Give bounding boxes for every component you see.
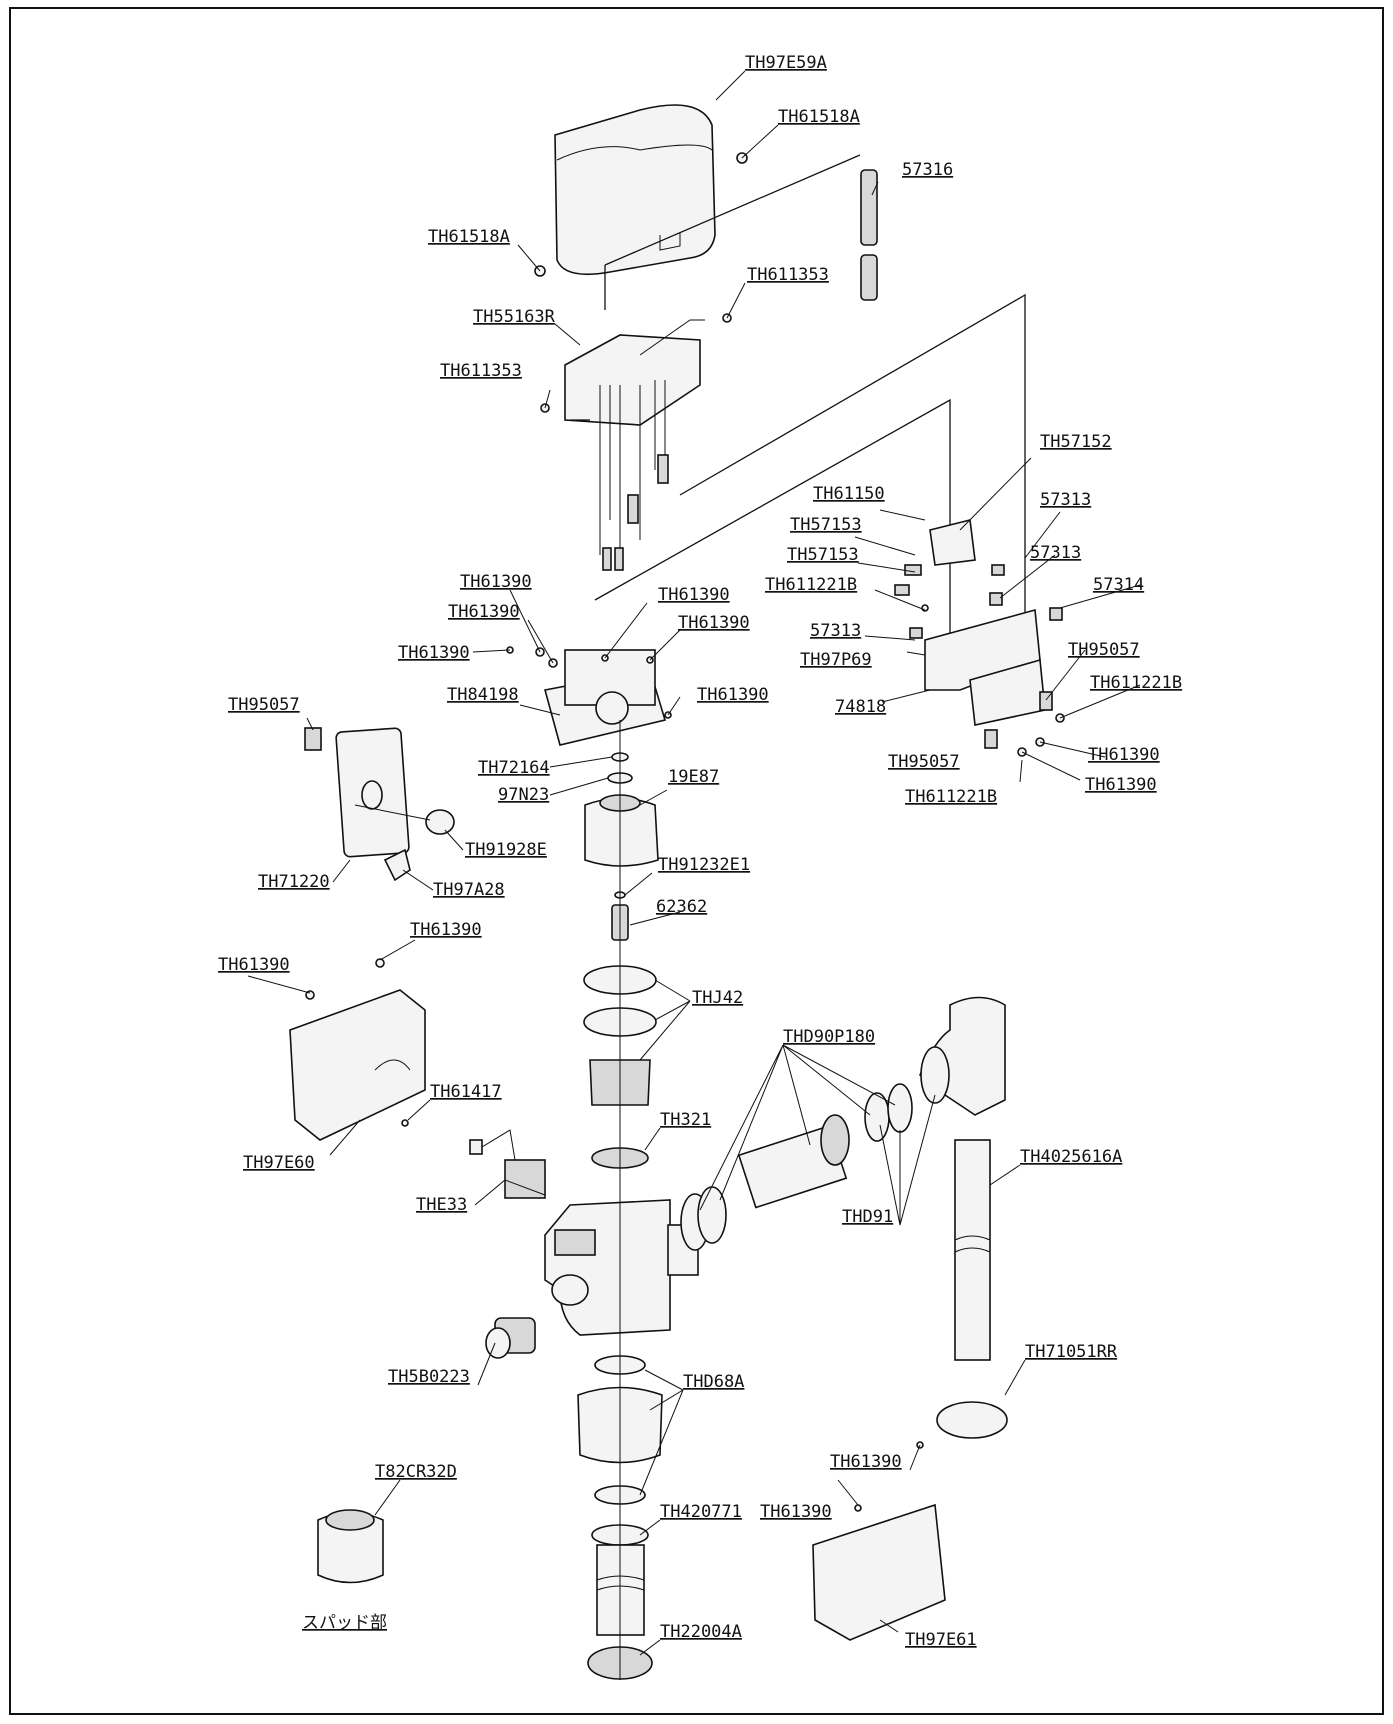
label-th91928e: TH91928E (465, 840, 547, 860)
label-th57153-b: TH57153 (787, 545, 859, 565)
label-th57153-a: TH57153 (790, 515, 862, 535)
label-th97e60: TH97E60 (243, 1153, 315, 1173)
label-th95057-l: TH95057 (228, 695, 300, 715)
label-thd68a: THD68A (683, 1372, 744, 1392)
label-th61390-c: TH61390 (658, 585, 730, 605)
label-th57152: TH57152 (1040, 432, 1112, 452)
part-cover-th97e61 (812, 1441, 946, 1641)
part-bracket-right (894, 519, 1065, 757)
label-th97e61: TH97E61 (905, 1630, 977, 1650)
label-th61390-b: TH61390 (448, 602, 520, 622)
label-th71051rr: TH71051RR (1025, 1342, 1118, 1362)
label-th611221b-a: TH611221B (765, 575, 857, 595)
part-cover-th97e60 (289, 958, 426, 1141)
label-th97p69: TH97P69 (800, 650, 872, 670)
label-thj42: THJ42 (692, 988, 743, 1008)
label-t82cr32d: T82CR32D (375, 1462, 457, 1482)
label-th611221b-c: TH611221B (905, 787, 997, 807)
label-th61390-d: TH61390 (678, 613, 750, 633)
part-angle-valve (919, 996, 1006, 1116)
part-pipe-th4025616a (936, 1139, 1008, 1439)
label-57313-c: 57313 (810, 621, 861, 641)
label-th72164: TH72164 (478, 758, 550, 778)
label-thd91: THD91 (842, 1207, 893, 1227)
label-th61390-r2: TH61390 (1085, 775, 1157, 795)
label-th321: TH321 (660, 1110, 711, 1130)
label-74818: 74818 (835, 697, 886, 717)
label-th91232e1: TH91232E1 (658, 855, 750, 875)
label-th5b0223: TH5B0223 (388, 1367, 470, 1387)
part-valve-body (544, 1199, 699, 1336)
label-97n23: 97N23 (498, 785, 549, 805)
label-th61390-f: TH61390 (697, 685, 769, 705)
label-th95057-r2: TH95057 (888, 752, 960, 772)
leader-lines (247, 70, 1141, 1656)
label-th61390-a: TH61390 (460, 572, 532, 592)
part-labels: TH97E59A TH61518A 57316 TH61518A TH61135… (218, 53, 1182, 1650)
label-th61390-g: TH61390 (410, 920, 482, 940)
label-19e87: 19E87 (668, 767, 719, 787)
label-th55163r: TH55163R (473, 307, 556, 327)
label-th61390-j: TH61390 (760, 1502, 832, 1522)
label-th22004a: TH22004A (660, 1622, 742, 1642)
part-lower-stack-thd68a (577, 1355, 663, 1680)
label-57314: 57314 (1093, 575, 1144, 595)
label-th61390-e: TH61390 (398, 643, 470, 663)
label-57313-b: 57313 (1030, 543, 1081, 563)
label-th611353-left: TH611353 (440, 361, 522, 381)
label-th61518a-left: TH61518A (428, 227, 510, 247)
label-th95057-r: TH95057 (1068, 640, 1140, 660)
label-spud: スパッド部 (302, 1613, 387, 1633)
part-manual-button-th5b0223 (485, 1317, 536, 1359)
part-solenoid-the33 (469, 1129, 546, 1199)
part-cover-top (554, 104, 716, 276)
label-th4025616a: TH4025616A (1020, 1147, 1122, 1167)
label-th420771: TH420771 (660, 1502, 742, 1522)
label-th61390-h: TH61390 (218, 955, 290, 975)
part-sleeve-57316 (860, 169, 878, 301)
label-th61417: TH61417 (430, 1082, 502, 1102)
label-th61390-i: TH61390 (830, 1452, 902, 1472)
label-62362: 62362 (656, 897, 707, 917)
label-th61150: TH61150 (813, 484, 885, 504)
label-th61518a-top: TH61518A (778, 107, 860, 127)
label-th611353-top: TH611353 (747, 265, 829, 285)
label-57316: 57316 (902, 160, 953, 180)
part-valve-cap-stack (583, 752, 659, 1169)
label-th97e59a: TH97E59A (745, 53, 827, 73)
label-the33: THE33 (416, 1195, 467, 1215)
label-th71220: TH71220 (258, 872, 330, 892)
label-57313-a: 57313 (1040, 490, 1091, 510)
part-wiring-frame-lines (570, 154, 1026, 660)
diagram-border (9, 7, 1384, 1715)
part-plate-th84198 (506, 646, 672, 746)
part-control-box (564, 319, 705, 571)
label-th84198: TH84198 (447, 685, 519, 705)
label-th611221b-b: TH611221B (1090, 673, 1182, 693)
label-th97a28: TH97A28 (433, 880, 505, 900)
part-plate-th71220 (304, 727, 455, 882)
label-thd90p180: THD90P180 (783, 1027, 875, 1047)
label-th61390-r1: TH61390 (1088, 745, 1160, 765)
part-spud-t82cr32d (317, 1509, 384, 1584)
